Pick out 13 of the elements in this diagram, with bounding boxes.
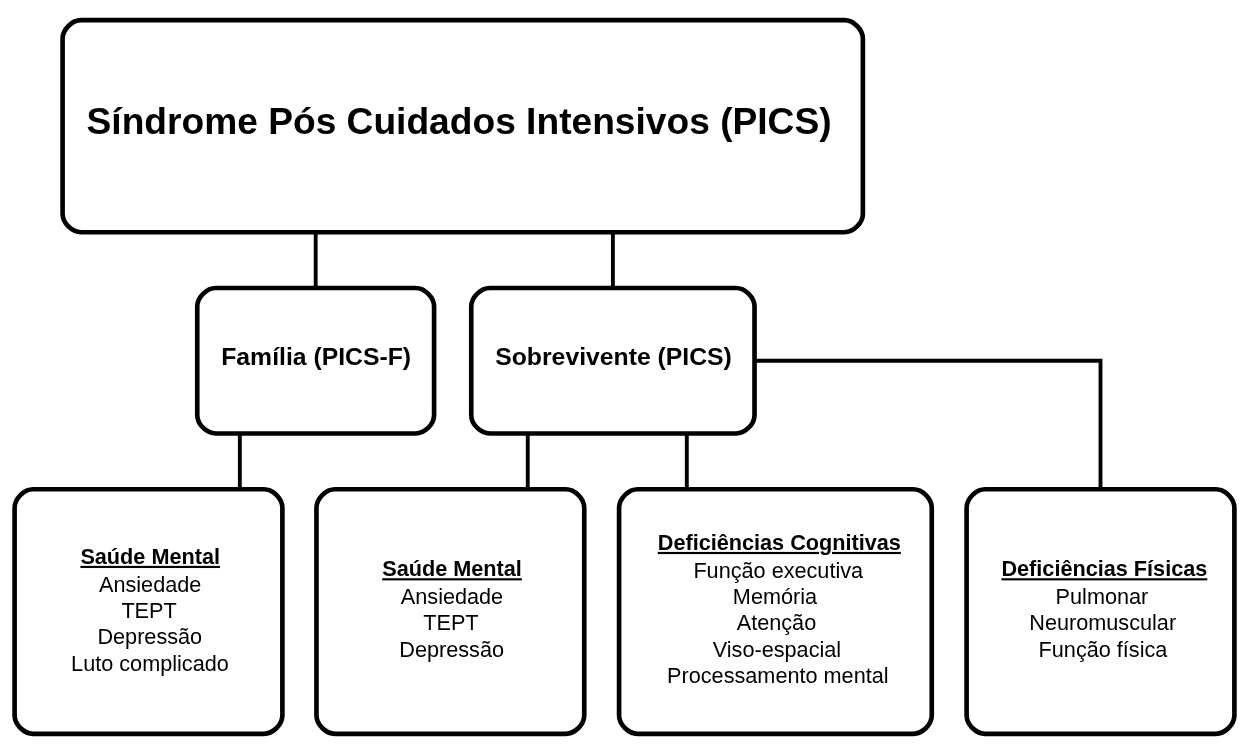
connector [684,433,689,490]
connector [237,433,242,490]
connector [754,358,1103,490]
node-box: Saúde Mental Ansiedade TEPT Depressão Luto complicado [12,486,285,737]
connector [610,232,615,288]
node-box: Família (PICS-F) [194,285,437,436]
node-box: Deficiências Cognitivas Função executiva Memória Atenção Viso-espacial Processamento mental [616,486,935,737]
connector [313,232,318,288]
node-box: Saúde Mental Ansiedade TEPT Depressão [314,486,587,737]
node-box: Síndrome Pós Cuidados Intensivos (PICS) [60,17,866,235]
connector [525,433,530,490]
node-box: Sobrevivente (PICS) [468,285,757,436]
node-box: Deficiências Físicas Pulmonar Neuromuscular Função física [964,486,1237,737]
